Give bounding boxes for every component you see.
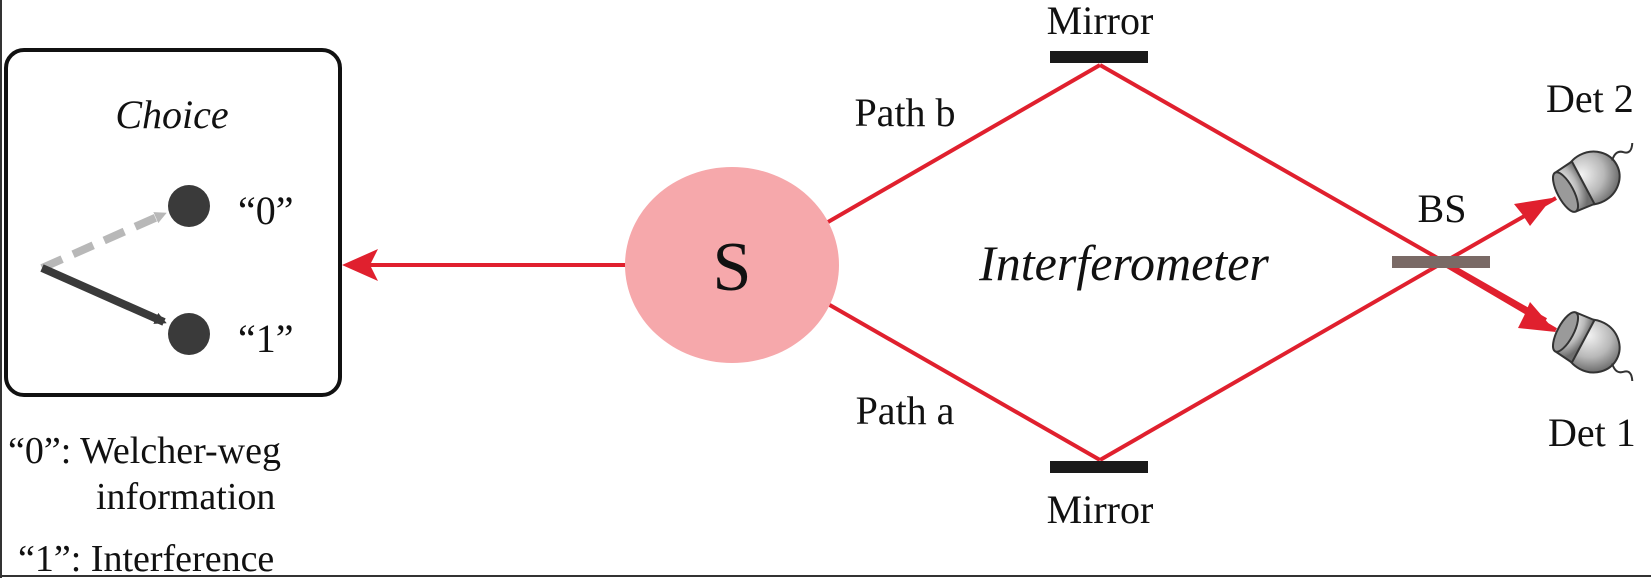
top-mirror-to-bs-beam <box>1099 63 1547 322</box>
path-b-label: Path b <box>854 90 955 135</box>
det2-arrowhead <box>1514 198 1552 226</box>
mirror-bottom-label: Mirror <box>1047 487 1154 532</box>
dashed-arrow-to-0 <box>40 210 167 272</box>
legend-line-0-continuation: information <box>96 476 276 518</box>
interferometer-label: Interferometer <box>978 235 1269 291</box>
beam-to-choice-arrowhead <box>342 249 378 281</box>
detector-2-label: Det 2 <box>1546 76 1634 121</box>
mirror-top <box>1050 51 1148 63</box>
path-a-beam <box>827 302 1101 462</box>
legend-line-1: “1”: Interference <box>18 538 275 580</box>
detector-1-icon <box>1551 311 1634 382</box>
choice-dot-1 <box>168 313 210 355</box>
source-circle <box>625 167 839 363</box>
solid-arrow-to-1 <box>40 264 167 326</box>
det1-arrowhead <box>1518 302 1556 332</box>
detector-1-label: Det 1 <box>1548 410 1636 455</box>
mirror-bottom <box>1050 461 1148 473</box>
choice-box <box>4 48 342 397</box>
choice-option-0-label: “0” <box>238 188 294 233</box>
source-label: S <box>713 229 752 306</box>
mirror-top-label: Mirror <box>1047 0 1154 43</box>
choice-option-1-label: “1” <box>238 316 294 361</box>
detector-2-icon <box>1551 142 1634 213</box>
choice-title: Choice <box>115 92 228 137</box>
beam-splitter-label: BS <box>1418 186 1467 231</box>
bottom-mirror-to-bs-beam <box>1099 268 1431 462</box>
choice-dot-0 <box>168 185 210 227</box>
path-b-beam <box>827 63 1101 224</box>
path-a-label: Path a <box>856 388 955 433</box>
beam-splitter <box>1392 256 1490 268</box>
legend-line-0: “0”: Welcher-weg <box>8 430 281 472</box>
